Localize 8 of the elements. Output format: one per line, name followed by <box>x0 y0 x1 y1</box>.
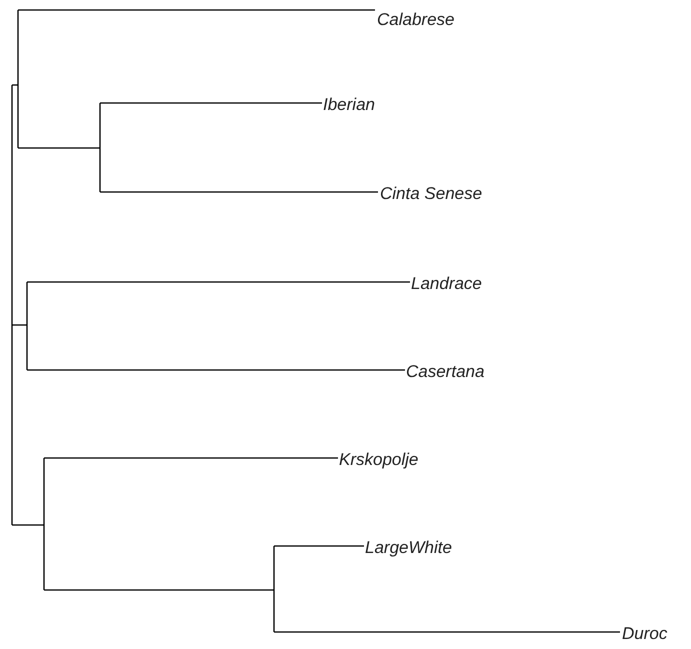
leaf-label: Landrace <box>411 274 482 294</box>
leaf-label: Casertana <box>406 362 484 382</box>
leaf-label: Iberian <box>323 95 375 115</box>
leaf-label: Krskopolje <box>339 450 418 470</box>
leaf-label: Duroc <box>622 624 668 644</box>
leaf-label: Cinta Senese <box>380 184 482 204</box>
leaf-label: LargeWhite <box>365 538 452 558</box>
leaf-label: Calabrese <box>377 10 454 30</box>
